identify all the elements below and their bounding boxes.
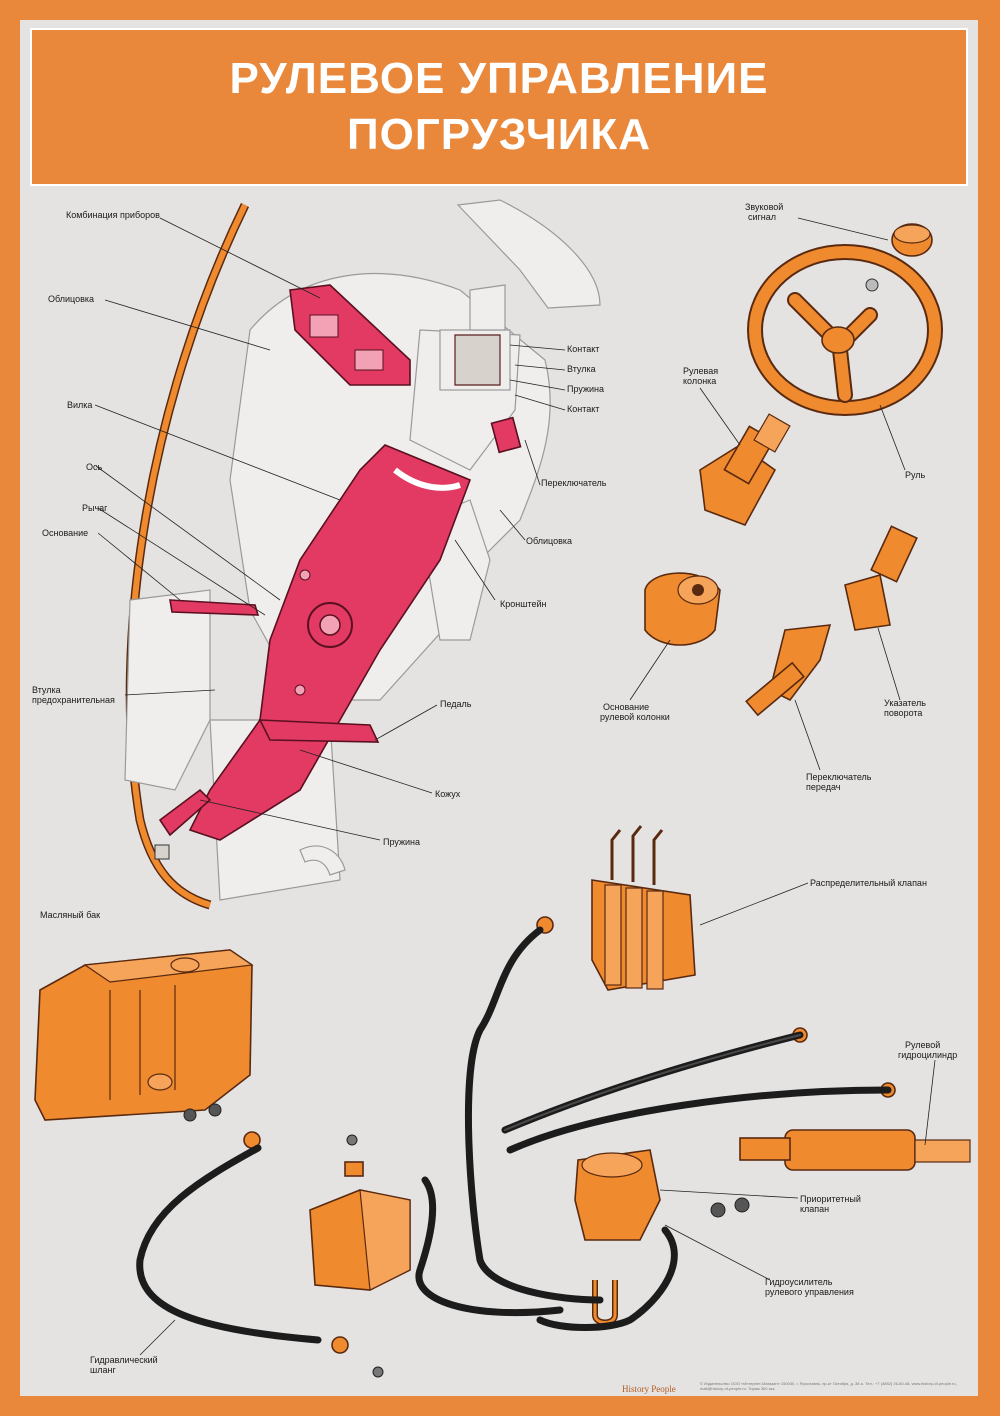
brand-logo: History People bbox=[622, 1384, 676, 1394]
label-contact-2: Контакт bbox=[567, 404, 599, 414]
label-lever: Рычаг bbox=[82, 503, 108, 513]
footer-imprint: © Издательство ООО «Интернет-Магазин» 15… bbox=[700, 1381, 957, 1391]
bottom-labels: Распределительный клапан Масляный бак Ру… bbox=[40, 878, 957, 1375]
label-gear-1: Переключатель bbox=[806, 772, 872, 782]
label-pedal: Педаль bbox=[440, 699, 472, 709]
gear-selector-illustration bbox=[745, 624, 832, 717]
label-column-2: колонка bbox=[683, 376, 716, 386]
steering-wheel-illustration bbox=[747, 244, 943, 416]
label-oil-tank: Масляный бак bbox=[40, 910, 100, 920]
label-column-1: Рулевая bbox=[683, 366, 718, 376]
column-base-illustration bbox=[644, 572, 721, 646]
label-distrib-valve: Распределительный клапан bbox=[810, 878, 927, 888]
label-bush-safety-2: предохранительная bbox=[32, 695, 115, 705]
label-cylinder-1: Рулевой bbox=[905, 1040, 940, 1050]
label-colbase-2: рулевой колонки bbox=[600, 712, 670, 722]
steering-booster-illustration bbox=[574, 1149, 661, 1326]
hydraulic-hoses-illustration bbox=[136, 926, 892, 1344]
title-line-1: РУЛЕВОЕ УПРАВЛЕНИЕ bbox=[229, 54, 769, 103]
label-hose-1: Гидравлический bbox=[90, 1355, 158, 1365]
label-horn-1: Звуковой bbox=[745, 202, 783, 212]
label-colbase-1: Основание bbox=[603, 702, 649, 712]
label-turn-2: поворота bbox=[884, 708, 922, 718]
title-banner: РУЛЕВОЕ УПРАВЛЕНИЕ ПОГРУЗЧИКА bbox=[30, 28, 968, 186]
turn-indicator-illustration bbox=[844, 525, 918, 631]
label-contact-1: Контакт bbox=[567, 344, 599, 354]
label-facing-2: Облицовка bbox=[526, 536, 572, 546]
label-spring-top: Пружина bbox=[567, 384, 604, 394]
label-base: Основание bbox=[42, 528, 88, 538]
distribution-valve-illustration bbox=[591, 825, 696, 991]
label-booster-1: Гидроусилитель bbox=[765, 1277, 833, 1287]
title-line-2: ПОГРУЗЧИКА bbox=[347, 110, 651, 159]
pump-illustration bbox=[309, 1189, 411, 1291]
label-switch: Переключатель bbox=[541, 478, 607, 488]
label-bracket: Кронштейн bbox=[500, 599, 546, 609]
label-turn-1: Указатель bbox=[884, 698, 926, 708]
label-fork: Вилка bbox=[67, 400, 92, 410]
label-wheel: Руль bbox=[905, 470, 926, 480]
fittings-illustration bbox=[183, 916, 896, 1378]
right-top-labels: Звуковой сигнал Рулевая колонка Руль Осн… bbox=[600, 202, 926, 792]
label-gear-2: передач bbox=[806, 782, 841, 792]
steering-column-illustration bbox=[699, 413, 791, 526]
label-combo: Комбинация приборов bbox=[66, 210, 160, 220]
label-bush-safety-1: Втулка bbox=[32, 685, 61, 695]
label-facing-1: Облицовка bbox=[48, 294, 94, 304]
label-cylinder-2: гидроцилиндр bbox=[898, 1050, 957, 1060]
left-leader-lines bbox=[94, 217, 566, 841]
left-labels: Комбинация приборов Облицовка Вилка Ось … bbox=[32, 210, 607, 847]
label-spring-bottom: Пружина bbox=[383, 837, 420, 847]
bottom-leader-lines bbox=[139, 882, 936, 1356]
steering-cylinder-illustration bbox=[739, 1129, 971, 1171]
steering-assembly-illustration bbox=[124, 199, 601, 910]
label-axis: Ось bbox=[86, 462, 103, 472]
label-priority-2: клапан bbox=[800, 1204, 829, 1214]
label-horn-2: сигнал bbox=[748, 212, 776, 222]
label-hose-2: шланг bbox=[90, 1365, 116, 1375]
right-top-leader-lines bbox=[629, 217, 906, 771]
label-bush: Втулка bbox=[567, 364, 596, 374]
label-casing: Кожух bbox=[435, 789, 461, 799]
label-priority-1: Приоритетный bbox=[800, 1194, 861, 1204]
label-booster-2: рулевого управления bbox=[765, 1287, 854, 1297]
horn-button-illustration bbox=[891, 223, 933, 257]
oil-tank-illustration bbox=[34, 949, 254, 1121]
